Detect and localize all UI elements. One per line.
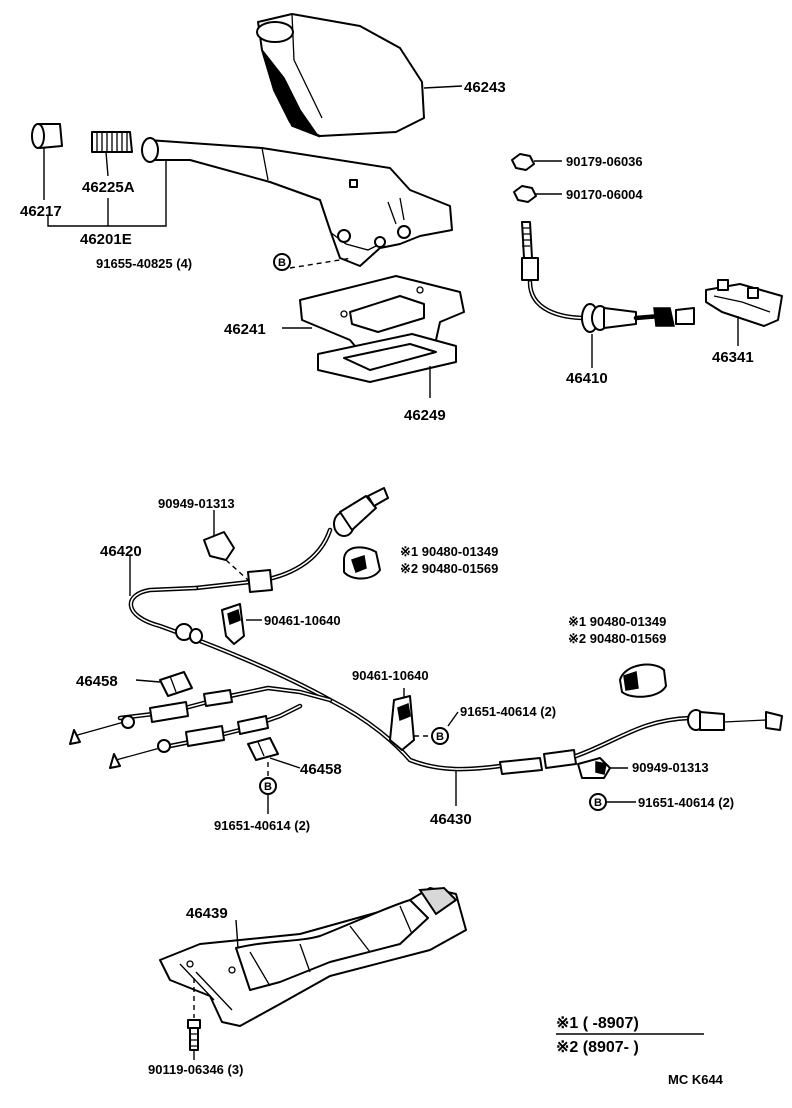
label-90119: 90119-06346 (3) (148, 1062, 243, 1077)
svg-text:B: B (436, 731, 444, 743)
label-90461-mid: 90461-10640 (352, 668, 429, 683)
bracket-46458-top-part (159, 671, 193, 697)
equalizer-part (705, 279, 783, 327)
gasket-part (317, 333, 457, 383)
label-46458-bottom: 46458 (300, 761, 342, 778)
rear-cable-46420-part (128, 487, 503, 772)
label-91651-left: 91651-40614 (2) (214, 818, 310, 833)
bolt-marker-91651-left: B (259, 777, 277, 795)
label-90480-a1: ※1 90480-01349 (400, 544, 498, 559)
lever-assembly-part (141, 137, 453, 267)
label-91651-right: 91651-40614 (2) (638, 795, 734, 810)
clamp-90949-top-part (203, 531, 235, 561)
label-90480-a2: ※2 90480-01569 (400, 561, 498, 576)
svg-text:B: B (278, 257, 286, 269)
label-90480-b2: ※2 90480-01569 (568, 631, 666, 646)
label-90949-top: 90949-01313 (158, 496, 235, 511)
legend-box: ※1 ( -8907) ※2 (8907- ) (556, 1015, 704, 1056)
label-46410: 46410 (566, 370, 608, 387)
bolt-marker-91655: B (273, 253, 291, 271)
bracket-46458-bottom-part (247, 737, 279, 761)
label-90461-left: 90461-10640 (264, 613, 341, 628)
label-46249: 46249 (404, 407, 446, 424)
label-46430: 46430 (430, 811, 472, 828)
label-46458-top: 46458 (76, 673, 118, 690)
label-90949-right: 90949-01313 (632, 760, 709, 775)
bracket-part (299, 275, 465, 353)
svg-text:B: B (594, 797, 602, 809)
lever-boot-part (256, 13, 425, 138)
label-46225A: 46225A (82, 179, 135, 196)
label-90480-b1: ※1 90480-01349 (568, 614, 666, 629)
nut-90170-part (513, 185, 537, 203)
clamp-90949-right-part (577, 757, 611, 779)
grommet-90480-a-part (343, 546, 381, 580)
legend-row-2: ※2 (8907- ) (556, 1039, 639, 1056)
rear-cable-pair-part (69, 685, 333, 769)
bolt-marker-91651-right: B (589, 793, 607, 811)
label-91655: 91655-40825 (4) (96, 256, 192, 271)
clip-90461-left-part (221, 603, 245, 645)
label-46201E: 46201E (80, 231, 132, 248)
label-91651-mid: 91651-40614 (2) (460, 704, 556, 719)
rear-cable-46430-part (499, 709, 783, 775)
label-90170: 90170-06004 (566, 187, 643, 202)
grommet-90480-b-part (619, 663, 667, 698)
label-46241: 46241 (224, 321, 266, 338)
front-cable-part (521, 221, 695, 333)
clip-90461-mid-part (389, 695, 415, 751)
label-46439: 46439 (186, 905, 228, 922)
screw-90119-part (187, 1019, 201, 1051)
nut-90179-part (511, 153, 535, 171)
spring-part (91, 131, 133, 153)
svg-text:B: B (264, 781, 272, 793)
label-46420: 46420 (100, 543, 142, 560)
diagram-code: MC K644 (668, 1072, 724, 1087)
legend-row-1: ※1 ( -8907) (556, 1015, 639, 1032)
heat-shield-part (159, 886, 467, 1027)
label-46341: 46341 (712, 349, 754, 366)
grip-sleeve-part (31, 123, 63, 149)
label-46243: 46243 (464, 79, 506, 96)
bolt-marker-91651-mid: B (431, 727, 449, 745)
label-46217: 46217 (20, 203, 62, 220)
label-90179: 90179-06036 (566, 154, 643, 169)
